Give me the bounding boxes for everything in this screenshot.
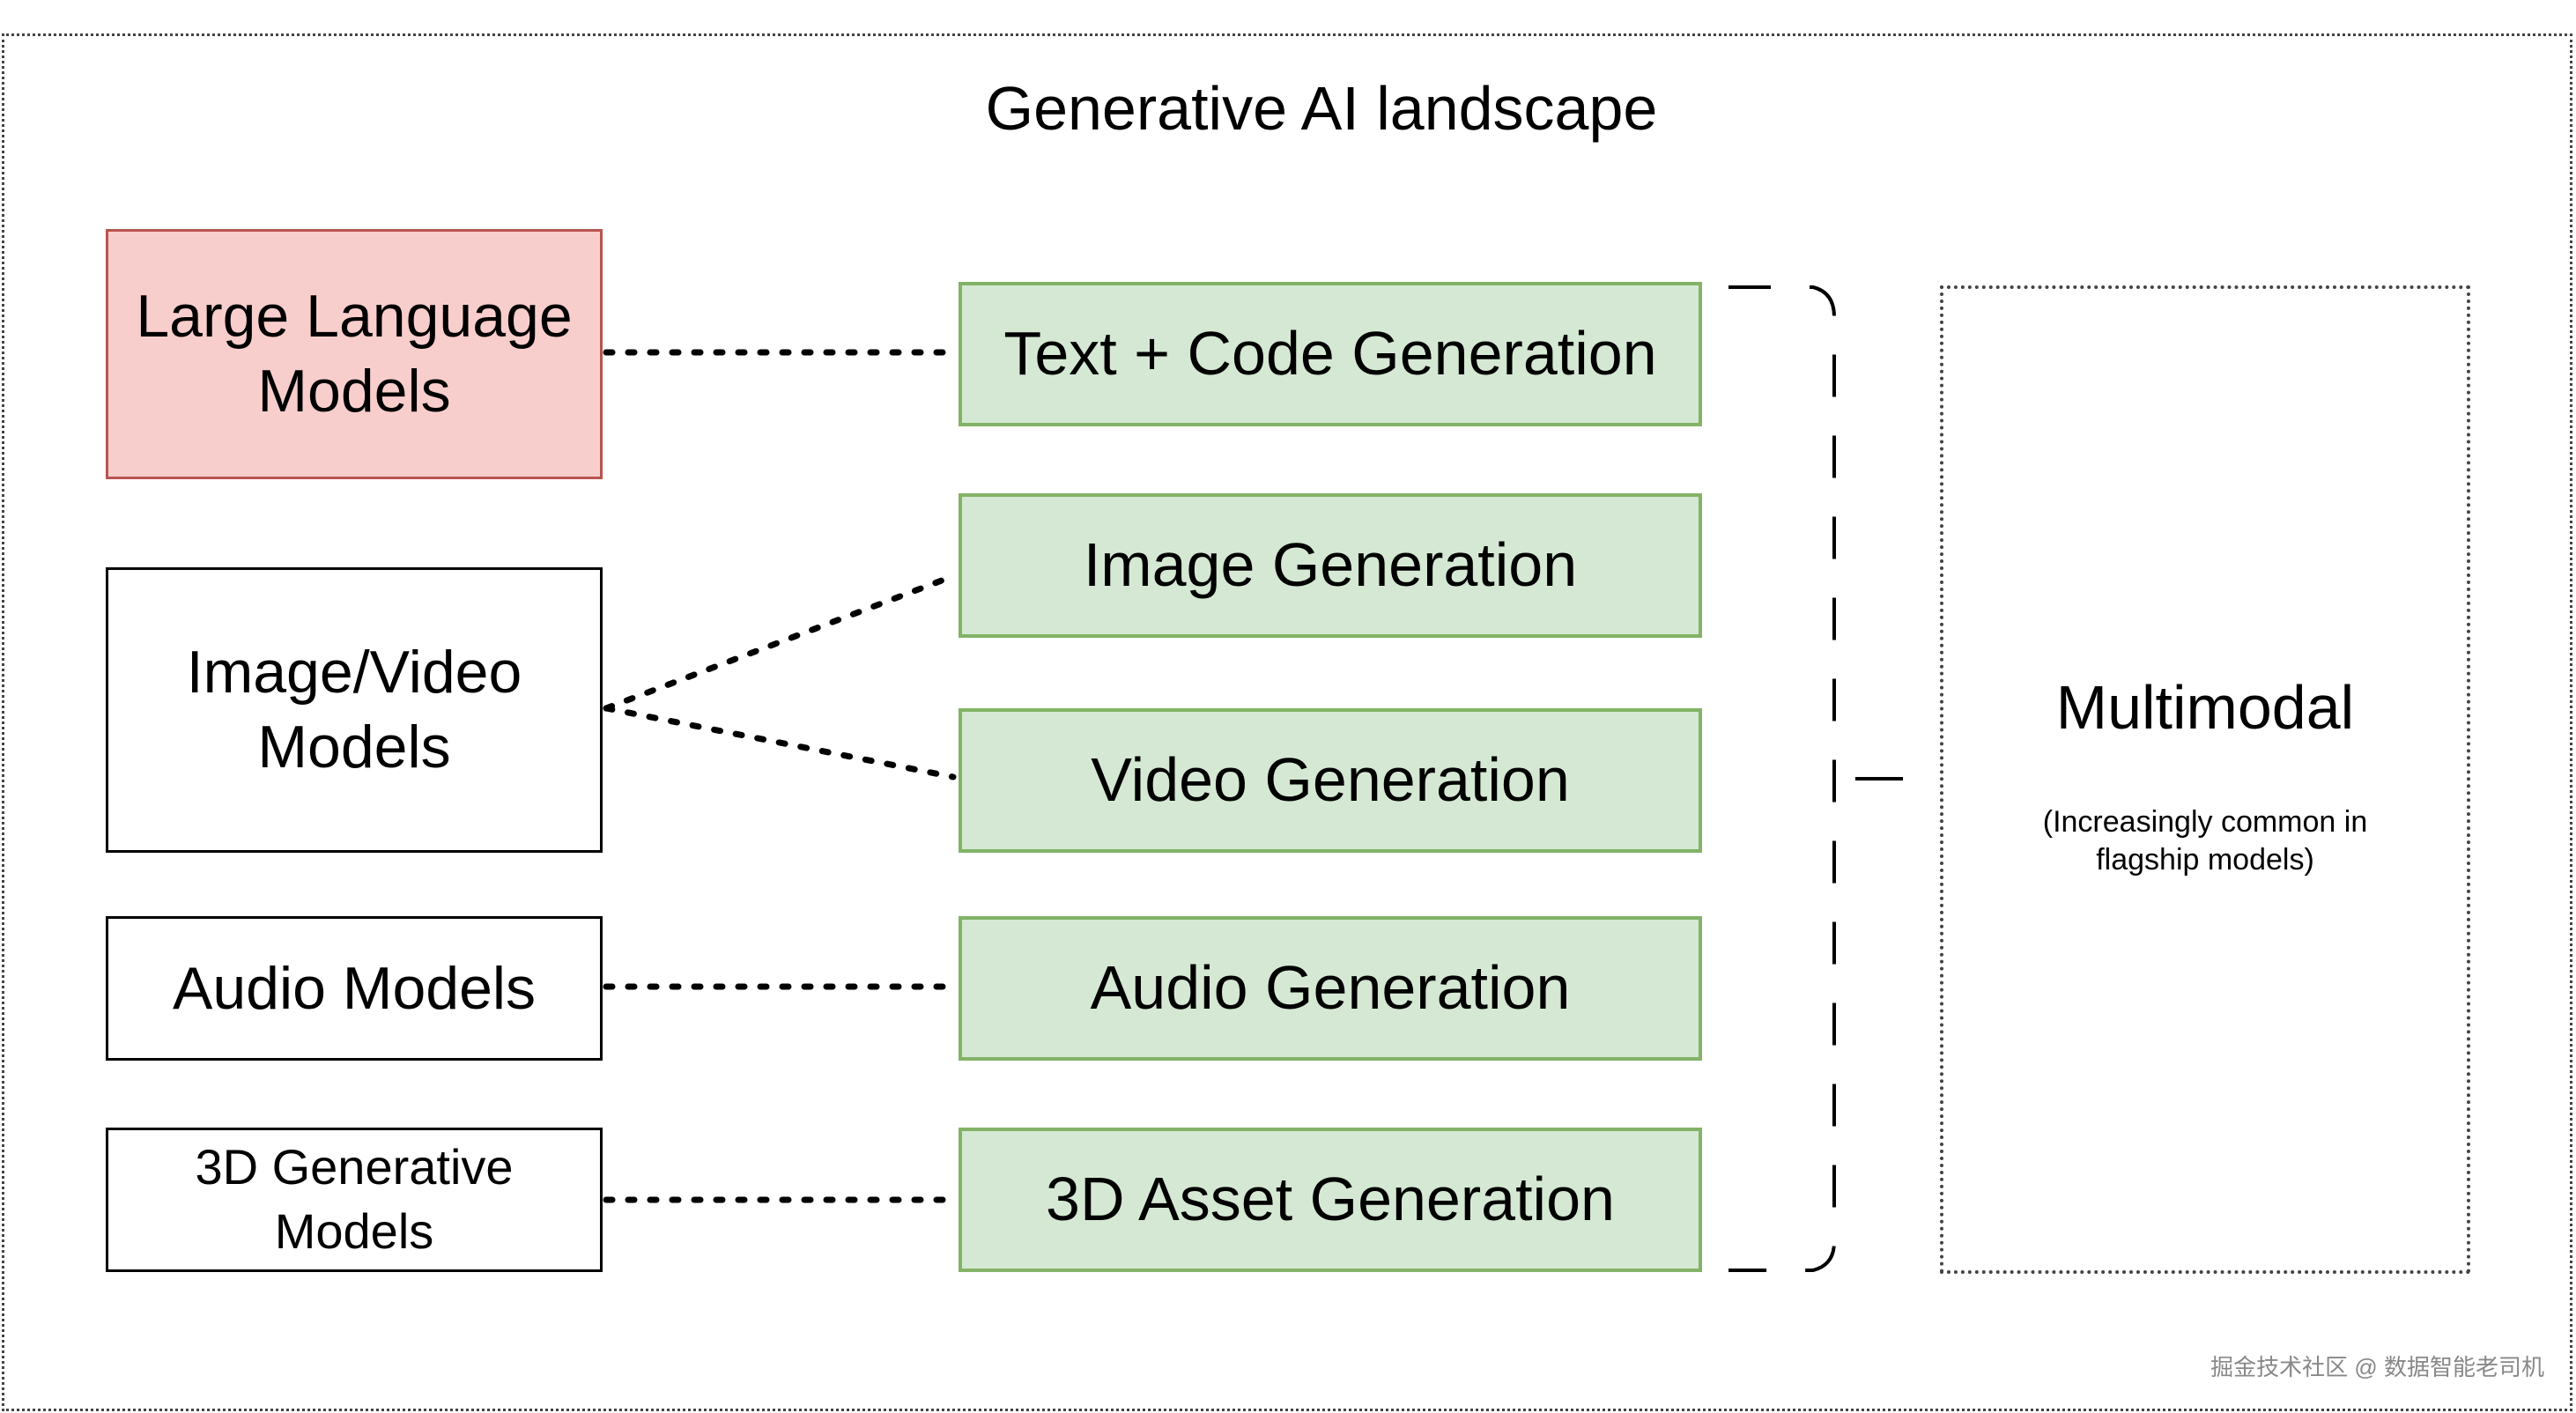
multimodal-title: Multimodal — [2055, 673, 2355, 742]
model-label-3d: 3D Generative Models — [195, 1139, 514, 1259]
gen-label-video: Video Generation — [1091, 745, 1570, 815]
gen-box-video: Video Generation — [959, 708, 1702, 853]
diagram-frame — [2, 33, 2572, 1411]
multimodal-subtitle: (Increasingly common in flagship models) — [2042, 805, 2368, 877]
gen-box-audio: Audio Generation — [959, 916, 1702, 1061]
connector-image-video-image — [603, 573, 957, 712]
gen-box-image: Image Generation — [959, 493, 1702, 638]
model-label-llm: Large Language Models — [136, 283, 573, 425]
model-label-image-video: Image/Video Models — [186, 639, 522, 780]
model-label-audio: Audio Models — [172, 954, 537, 1022]
gen-box-text-code: Text + Code Generation — [959, 282, 1702, 426]
group-bracket — [1728, 285, 1836, 1272]
gen-label-3d-asset: 3D Asset Generation — [1046, 1165, 1615, 1234]
gen-label-image: Image Generation — [1083, 530, 1578, 600]
model-box-3d: 3D Generative Models — [106, 1128, 603, 1272]
model-box-image-video: Image/Video Models — [106, 567, 603, 853]
connector-image-video-video — [603, 705, 957, 780]
model-box-llm: Large Language Models — [106, 229, 603, 479]
gen-label-audio: Audio Generation — [1090, 953, 1571, 1023]
multimodal-box: Multimodal (Increasingly common in flags… — [1940, 285, 2470, 1274]
model-box-audio: Audio Models — [106, 916, 603, 1061]
diagram-title: Generative AI landscape — [985, 74, 1658, 143]
gen-label-text-code: Text + Code Generation — [1003, 319, 1657, 388]
gen-box-3d-asset: 3D Asset Generation — [959, 1128, 1702, 1272]
watermark: 掘金技术社区 @ 数据智能老司机 — [2210, 1354, 2544, 1380]
